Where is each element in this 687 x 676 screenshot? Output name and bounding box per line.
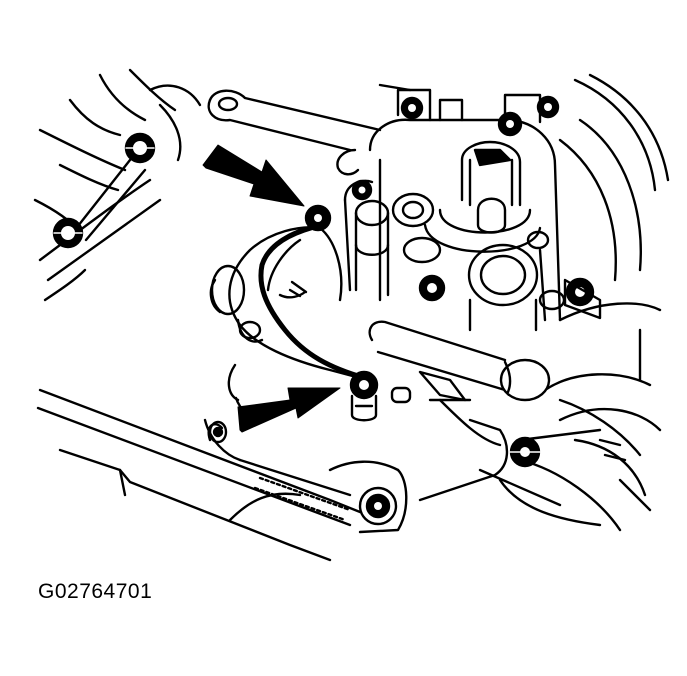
lower-right-casting — [418, 328, 652, 527]
arrow-lower-pointer — [237, 387, 341, 433]
lower-case — [36, 363, 408, 562]
lever-arm — [368, 320, 551, 404]
electrical-connector — [423, 140, 542, 253]
valve-fittings — [354, 192, 566, 311]
bolt-block-left — [351, 179, 373, 201]
left-bracket — [33, 68, 202, 302]
arrow-upper-pointer — [202, 144, 305, 207]
right-housing — [518, 73, 670, 532]
bolt-right-side — [563, 277, 602, 320]
solenoid-block — [343, 88, 562, 322]
left-bracket-arm — [76, 158, 147, 242]
bolt-top-center — [497, 111, 523, 137]
cover-seal — [258, 222, 368, 381]
bolt-top-right — [536, 95, 560, 119]
figure-caption: G02764701 — [38, 580, 153, 603]
fluid-port — [467, 243, 539, 332]
bolt-left-upper — [124, 132, 156, 164]
bolt-block-mid — [418, 274, 446, 302]
filter-cover — [209, 226, 362, 380]
bolt-lower-left-tab — [208, 420, 228, 444]
bolt-cover-upper — [304, 204, 332, 232]
bolt-lower-right — [509, 436, 541, 468]
bolt-top-left — [400, 96, 424, 120]
bolt-left-lower — [52, 217, 84, 249]
bolt-cover-lower — [349, 370, 379, 422]
bolt-lower-flange — [358, 486, 398, 526]
